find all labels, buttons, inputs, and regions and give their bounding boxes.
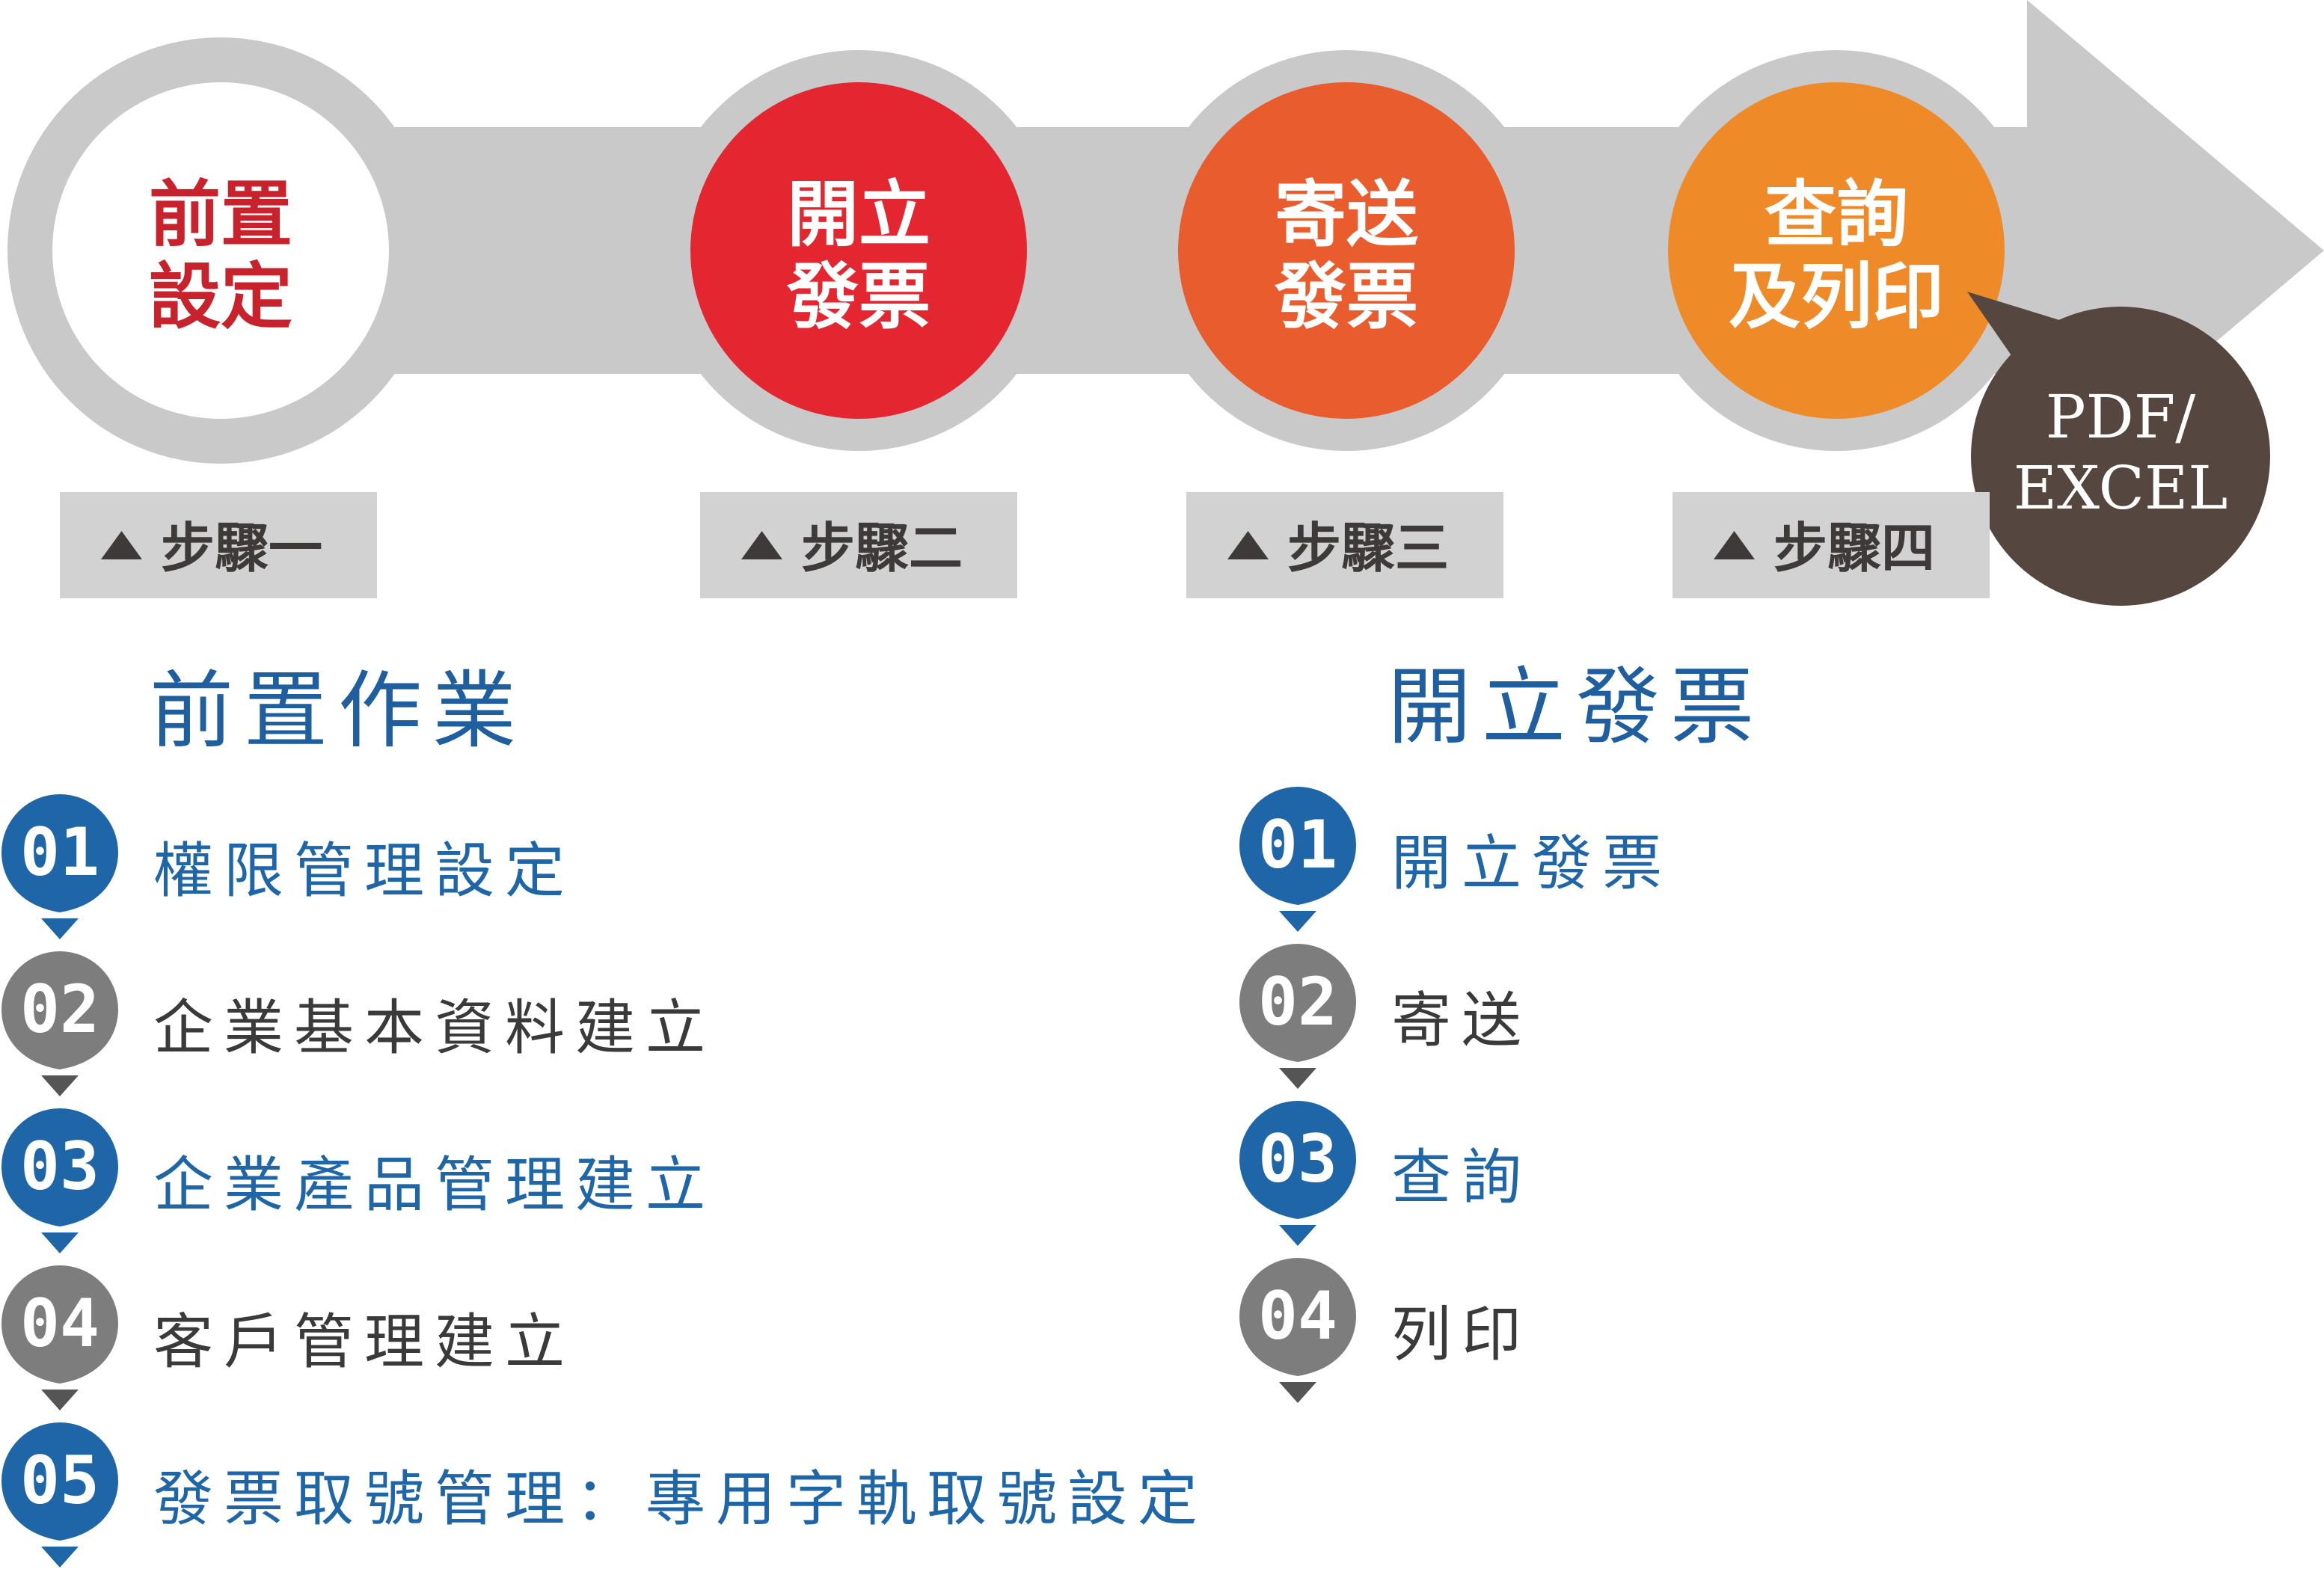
- step-number-badge: 03: [1, 1108, 118, 1253]
- step-4-circle: [1668, 82, 2005, 419]
- step-3-title-line2: 發票: [1274, 255, 1418, 339]
- step-item-label: 開立發票: [1391, 829, 1673, 898]
- step-3-circle: [1178, 82, 1515, 419]
- left-item-05: 05 發票取號管理：專用字軌取號設定: [0, 1421, 1272, 1571]
- up-triangle-icon: [741, 531, 782, 559]
- down-triangle-icon: [41, 1232, 79, 1253]
- badge-pin-shape: [1239, 1257, 1356, 1376]
- badge-number: 02: [20, 971, 99, 1048]
- step-item-label: 企業產品管理建立: [153, 1150, 716, 1220]
- step-item-label: 客戶管理建立: [153, 1307, 575, 1377]
- step-number-badge: 01: [1239, 786, 1356, 932]
- badge-number: 01: [20, 814, 99, 891]
- right-item-02: 02 寄送: [1238, 942, 2324, 1092]
- down-triangle-icon: [41, 918, 79, 939]
- badge-pin-shape: [1, 1108, 118, 1226]
- step-number-badge: 05: [1, 1422, 118, 1568]
- step-4-title-line2: 及列印: [1729, 255, 1944, 339]
- step-1-circle: [52, 82, 389, 419]
- step-item-label: 權限管理設定: [153, 836, 575, 906]
- badge-pin-shape: [1, 1265, 118, 1384]
- left-item-04: 04 客戶管理建立: [0, 1264, 1272, 1413]
- step-2-circle: [690, 82, 1027, 419]
- down-triangle-icon: [41, 1075, 79, 1096]
- step-2-label: 步驟二: [801, 517, 963, 580]
- step-2-label-box: 步驟二: [700, 492, 1017, 598]
- badge-pin-shape: [1, 793, 118, 912]
- right-step-list: 01 開立發票 02 寄送 03 查詢 04 列印: [1238, 785, 2285, 1413]
- badge-number: 02: [1258, 963, 1337, 1040]
- badge-number: 01: [1258, 806, 1337, 883]
- step-4-title-line1: 查詢: [1765, 173, 1908, 257]
- step-item-label: 寄送: [1391, 986, 1532, 1055]
- step-4-label: 步驟四: [1773, 517, 1935, 580]
- left-item-02: 02 企業基本資料建立: [0, 950, 1272, 1099]
- down-triangle-icon: [1279, 1382, 1316, 1403]
- right-section-title: 開立發票: [1388, 659, 1765, 756]
- badge-number: 04: [1258, 1277, 1337, 1354]
- step-3-label-box: 步驟三: [1186, 492, 1503, 598]
- right-item-03: 03 查詢: [1238, 1099, 2324, 1249]
- badge-number: 04: [20, 1285, 99, 1362]
- output-bubble-line2: EXCEL: [2014, 453, 2228, 523]
- up-triangle-icon: [1227, 531, 1269, 559]
- badge-pin-shape: [1239, 1100, 1356, 1219]
- down-triangle-icon: [1279, 1068, 1316, 1089]
- step-3-title-line1: 寄送: [1275, 173, 1418, 257]
- step-number-badge: 02: [1, 951, 118, 1096]
- step-number-badge: 04: [1239, 1257, 1356, 1403]
- step-item-label: 企業基本資料建立: [153, 993, 716, 1063]
- badge-number: 03: [20, 1128, 99, 1205]
- right-item-01: 01 開立發票: [1238, 785, 2324, 935]
- left-item-01: 01 權限管理設定: [0, 793, 1272, 942]
- step-item-label: 發票取號管理：專用字軌取號設定: [153, 1464, 1208, 1534]
- badge-pin-shape: [1, 951, 118, 1069]
- process-flow: 前置 設定 開立 發票 寄送 發票 查詢 及列印 PDF/ EXCEL 步驟一 …: [7, 0, 2324, 606]
- output-bubble: [1971, 307, 2270, 606]
- step-3-label: 步驟三: [1287, 517, 1449, 580]
- badge-pin-shape: [1239, 786, 1356, 905]
- down-triangle-icon: [41, 1390, 79, 1410]
- step-1-label: 步驟一: [161, 517, 322, 580]
- step-number-badge: 03: [1239, 1100, 1356, 1246]
- step-1-title-line2: 設定: [149, 255, 292, 339]
- up-triangle-icon: [101, 531, 142, 559]
- step-item-label: 列印: [1391, 1300, 1532, 1369]
- step-number-badge: 04: [1, 1265, 118, 1410]
- step-4-label-box: 步驟四: [1673, 492, 1990, 598]
- down-triangle-icon: [1279, 911, 1316, 932]
- badge-number: 03: [1258, 1120, 1337, 1197]
- step-2-title-line1: 開立: [787, 173, 930, 257]
- left-step-list: 01 權限管理設定 02 企業基本資料建立 03 企業產品管理建立 04 客戶管理建立 05 發票…: [0, 793, 1309, 1571]
- step-number-badge: 02: [1239, 943, 1356, 1089]
- step-1-label-box: 步驟一: [60, 492, 377, 598]
- step-item-label: 查詢: [1391, 1143, 1532, 1212]
- step-2-title-line2: 發票: [786, 255, 930, 339]
- down-triangle-icon: [1279, 1225, 1316, 1246]
- step-1-title-line1: 前置: [149, 173, 292, 257]
- badge-number: 05: [20, 1442, 99, 1519]
- badge-pin-shape: [1239, 943, 1356, 1062]
- up-triangle-icon: [1714, 531, 1755, 559]
- output-bubble-line1: PDF/: [2046, 382, 2195, 452]
- down-triangle-icon: [41, 1547, 79, 1568]
- right-item-04: 04 列印: [1238, 1256, 2324, 1406]
- left-section-title: 前置作業: [150, 663, 527, 760]
- step-number-badge: 01: [1, 793, 118, 939]
- left-item-03: 03 企業產品管理建立: [0, 1107, 1272, 1256]
- badge-pin-shape: [1, 1422, 118, 1541]
